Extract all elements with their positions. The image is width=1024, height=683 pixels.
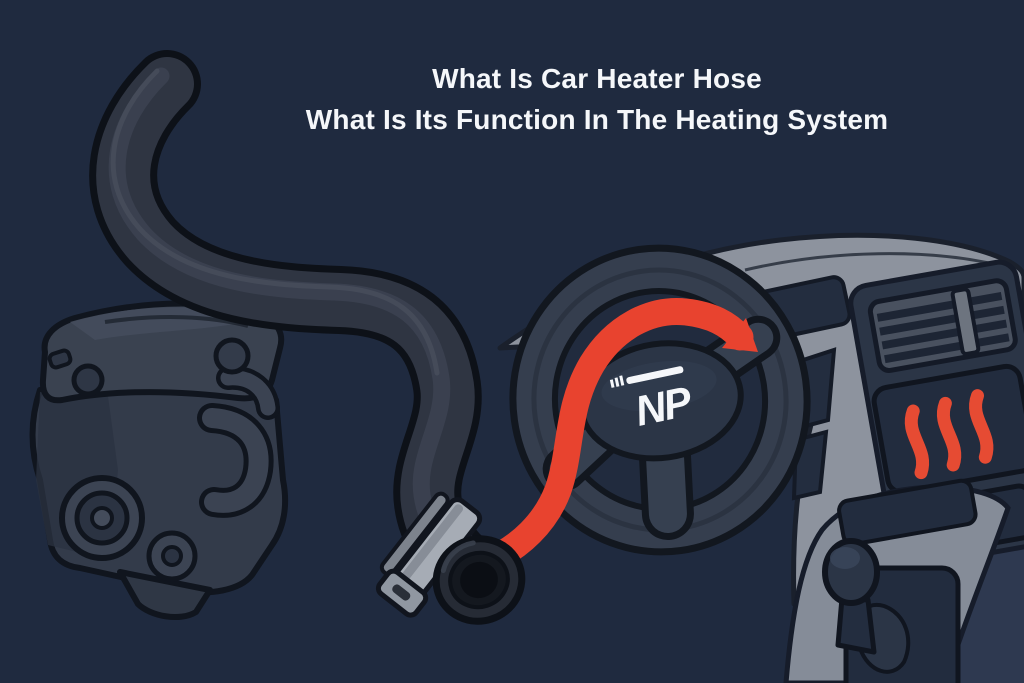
hose-streak: [110, 68, 440, 376]
engine-pulleys: [59, 475, 198, 582]
heat-waves-icon: [904, 389, 994, 480]
hose-clamp: [375, 491, 483, 618]
flow-arrow-head: [722, 318, 758, 352]
engine-oil-pan: [117, 569, 213, 621]
vent-divider: [950, 287, 981, 356]
engine-accessory: [213, 337, 251, 375]
gear-shifter: [822, 538, 911, 674]
coolant-flow-arrow: [472, 298, 758, 576]
title-line-1: What Is Car Heater Hose: [432, 63, 762, 94]
air-vent: [867, 278, 1018, 373]
flow-arrow-shaft: [472, 298, 754, 576]
gear-console: [783, 478, 1011, 683]
heater-hose: [89, 50, 526, 625]
heater-panel: [871, 363, 1024, 495]
np-logo-text: NP: [631, 377, 697, 435]
shifter-knob-highlight: [830, 547, 860, 569]
page-title: What Is Car Heater Hose What Is Its Func…: [170, 58, 1024, 140]
np-logo-bar: [626, 366, 684, 384]
wheel-hub-highlight: [601, 360, 717, 412]
hose-opening: [432, 535, 526, 625]
clamp-screw-slot: [392, 584, 411, 601]
np-logo: NP: [609, 366, 697, 435]
engine: [29, 300, 289, 621]
title-line-2: What Is Its Function In The Heating Syst…: [305, 104, 889, 135]
oil-cap: [71, 363, 105, 397]
shifter-stem: [835, 595, 877, 655]
dashboard-crease: [744, 252, 1003, 272]
engine-pipes: [197, 365, 280, 518]
gear-console-panel: [837, 478, 978, 547]
